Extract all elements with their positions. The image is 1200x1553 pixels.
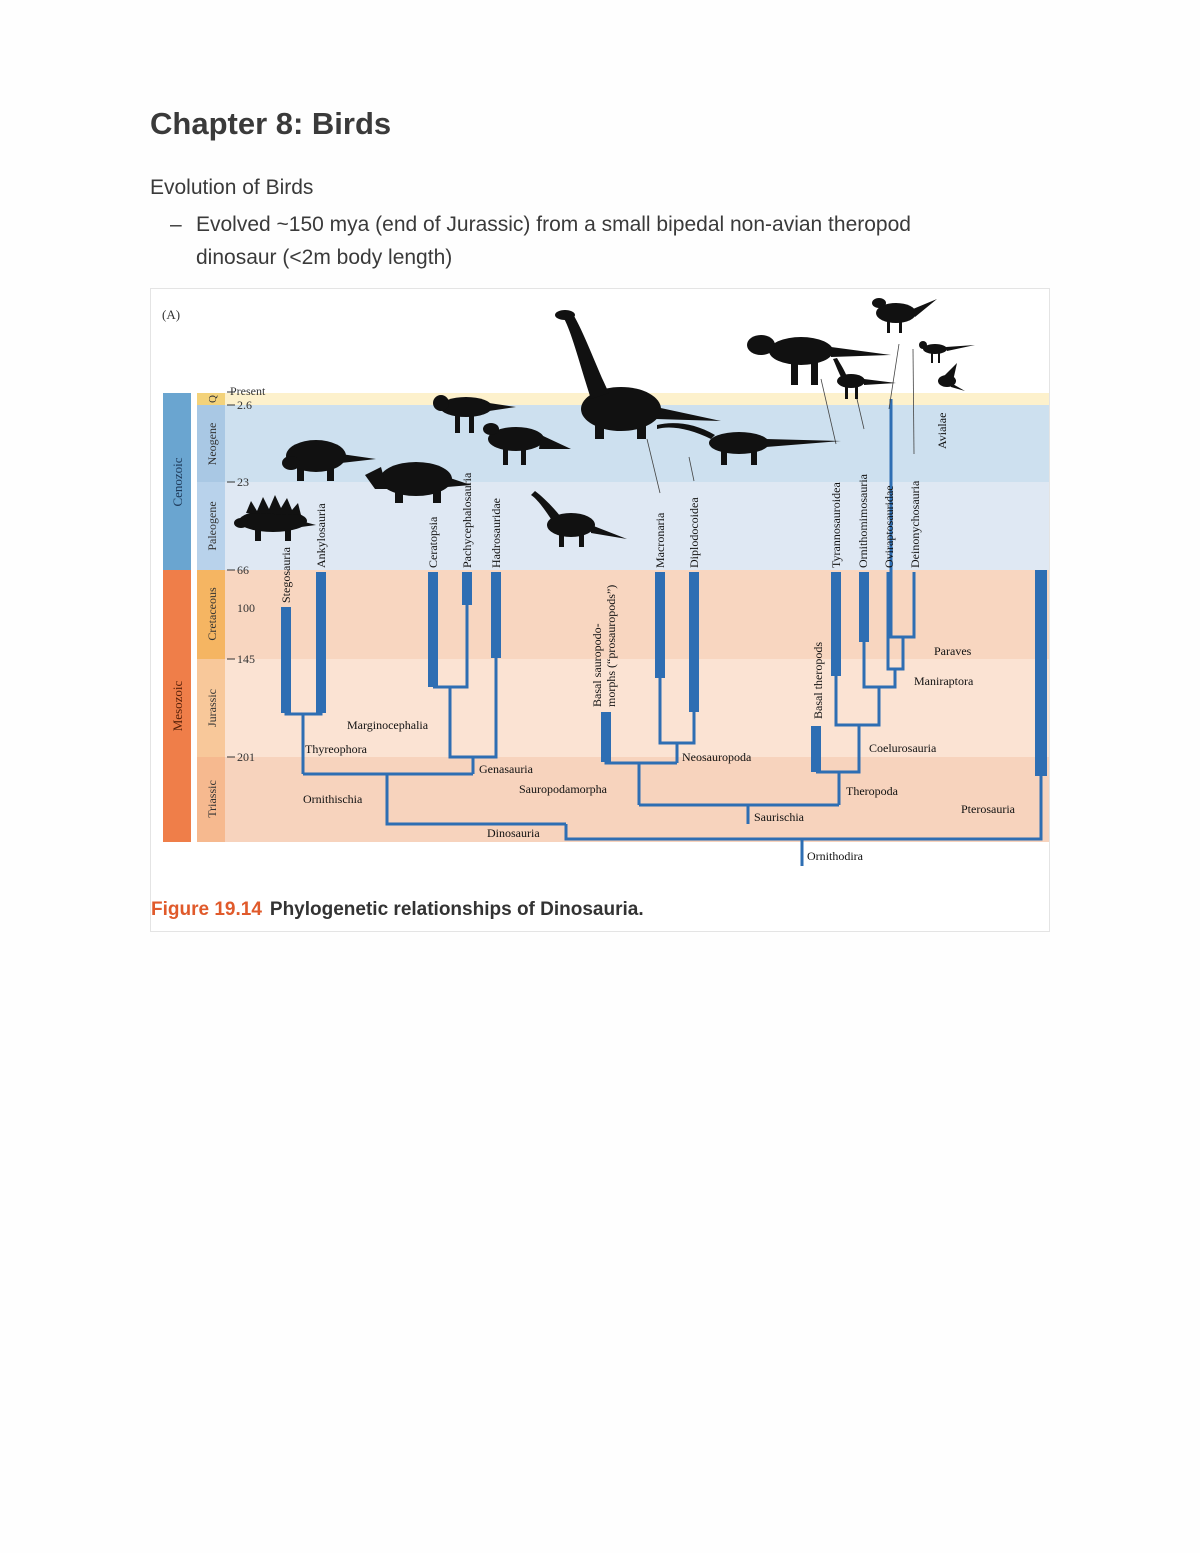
age-201: 201 [237, 750, 255, 764]
taxon-deinonychosauria: Deinonychosauria [908, 480, 922, 568]
taxon-ornithomimosauria: Ornithomimosauria [856, 473, 870, 568]
band-jurassic [197, 659, 1049, 757]
taxon-basal-sauropodomorphs-1: Basal sauropodo- [590, 623, 604, 707]
clade-coelurosauria: Coelurosauria [869, 741, 937, 755]
clade-pterosauria: Pterosauria [961, 802, 1016, 816]
taxon-diplodocoidea: Diplodocoidea [687, 497, 701, 568]
taxon-oviraptosauridae: Oviraptosauridae [882, 485, 896, 568]
age-23: 23 [237, 475, 249, 489]
period-q-bar [197, 393, 225, 405]
period-paleogene-bar [197, 482, 225, 570]
figure-caption: Figure 19.14 Phylogenetic relationships o… [151, 899, 644, 921]
tyrannosaur-silhouette [747, 335, 891, 385]
page-title: Chapter 8: Birds [150, 106, 392, 141]
clade-maniraptora: Maniraptora [914, 674, 974, 688]
pachycephalosaur-silhouette [433, 395, 516, 433]
taxa-labels: Stegosauria Ankylosauria Ceratopsia Pach… [279, 413, 949, 719]
age-100: 100 [237, 601, 255, 615]
age-tick-marks [227, 391, 235, 758]
era-cenozoic-label: Cenozoic [170, 457, 185, 506]
age-2-6: 2.6 [237, 398, 252, 412]
band-paleogene [197, 482, 1049, 570]
tree-lines [284, 399, 1043, 865]
taxon-avialae: Avialae [935, 413, 949, 449]
era-mesozoic-label: Mesozoic [170, 681, 185, 732]
period-triassic-label: Triassic [205, 780, 219, 818]
caption-text: Phylogenetic relationships of Dinosauria… [269, 899, 644, 920]
ornithomimid-silhouette [833, 358, 896, 399]
taxon-pachycephalosauria: Pachycephalosauria [460, 472, 474, 568]
clade-paraves: Paraves [934, 644, 972, 658]
period-jurassic-label: Jurassic [205, 689, 219, 727]
bullet-dash: – [170, 213, 182, 236]
clade-ornithischia: Ornithischia [303, 792, 363, 806]
clade-thyreophora: Thyreophora [305, 742, 368, 756]
period-paleogene-label: Paleogene [205, 501, 219, 550]
clade-theropoda: Theropoda [846, 784, 899, 798]
clade-labels: Thyreophora Marginocephalia Genasauria O… [303, 644, 1016, 863]
section-heading: Evolution of Birds [150, 176, 314, 199]
era-cenozoic-bar [163, 393, 191, 570]
period-cretaceous-label: Cretaceous [205, 587, 219, 641]
diplodocid-silhouette [657, 423, 841, 465]
taxon-basal-sauropodomorphs-2: morphs (“prosauropods”) [604, 585, 618, 707]
era-mesozoic-bar [163, 570, 191, 842]
brachiosaur-silhouette [555, 310, 721, 439]
stegosaur-silhouette [234, 495, 316, 541]
period-jurassic-bar [197, 659, 225, 757]
age-ticks: Present 2.6 23 66 100 145 201 [230, 384, 266, 764]
taxon-hadrosauridae: Hadrosauridae [489, 498, 503, 568]
panel-label: (A) [162, 307, 180, 322]
period-cretaceous-bar [197, 570, 225, 659]
taxon-tyrannosauroidea: Tyrannosauroidea [829, 482, 843, 568]
prosauropod-silhouette [531, 491, 627, 547]
clade-saurischia: Saurischia [754, 810, 805, 824]
period-neogene-bar [197, 405, 225, 482]
deinonychosaur-silhouette [919, 341, 975, 363]
clade-dinosauria: Dinosauria [487, 826, 540, 840]
period-q-label: Q [207, 395, 219, 403]
bird-silhouette [938, 363, 965, 391]
period-triassic-bar [197, 757, 225, 842]
taxon-stegosauria: Stegosauria [279, 546, 293, 603]
age-145: 145 [237, 652, 255, 666]
clade-ornithodira: Ornithodira [807, 849, 864, 863]
clade-neosauropoda: Neosauropoda [682, 750, 752, 764]
leader-lines [646, 343, 915, 494]
clade-genasauria: Genasauria [479, 762, 534, 776]
age-present: Present [230, 384, 266, 398]
taxon-ankylosauria: Ankylosauria [314, 503, 328, 568]
silhouettes [234, 298, 975, 547]
lineage-bars [281, 570, 1047, 776]
ankylosaur-silhouette [282, 440, 376, 481]
oviraptorid-silhouette [872, 298, 937, 333]
band-cretaceous [197, 570, 1049, 659]
phylogeny-diagram: (A) Cenozoic Mesozoic Q Neogene Paleogen… [162, 298, 1049, 866]
caption-number: Figure 19.14 [151, 899, 262, 920]
clade-marginocephalia: Marginocephalia [347, 718, 429, 732]
ceratopsian-silhouette [365, 462, 471, 503]
bullet-text: Evolved ~150 mya (end of Jurassic) from … [196, 213, 911, 269]
taxon-ceratopsia: Ceratopsia [426, 516, 440, 568]
taxon-macronaria: Macronaria [653, 512, 667, 568]
hadrosaur-silhouette [483, 423, 571, 465]
period-neogene-label: Neogene [205, 423, 219, 466]
taxon-basal-theropods: Basal theropods [811, 642, 825, 719]
clade-sauropodamorpha: Sauropodamorpha [519, 782, 608, 796]
age-66: 66 [237, 563, 249, 577]
band-triassic [197, 757, 1049, 842]
phylogeny-figure: (A) Cenozoic Mesozoic Q Neogene Paleogen… [150, 288, 1050, 932]
